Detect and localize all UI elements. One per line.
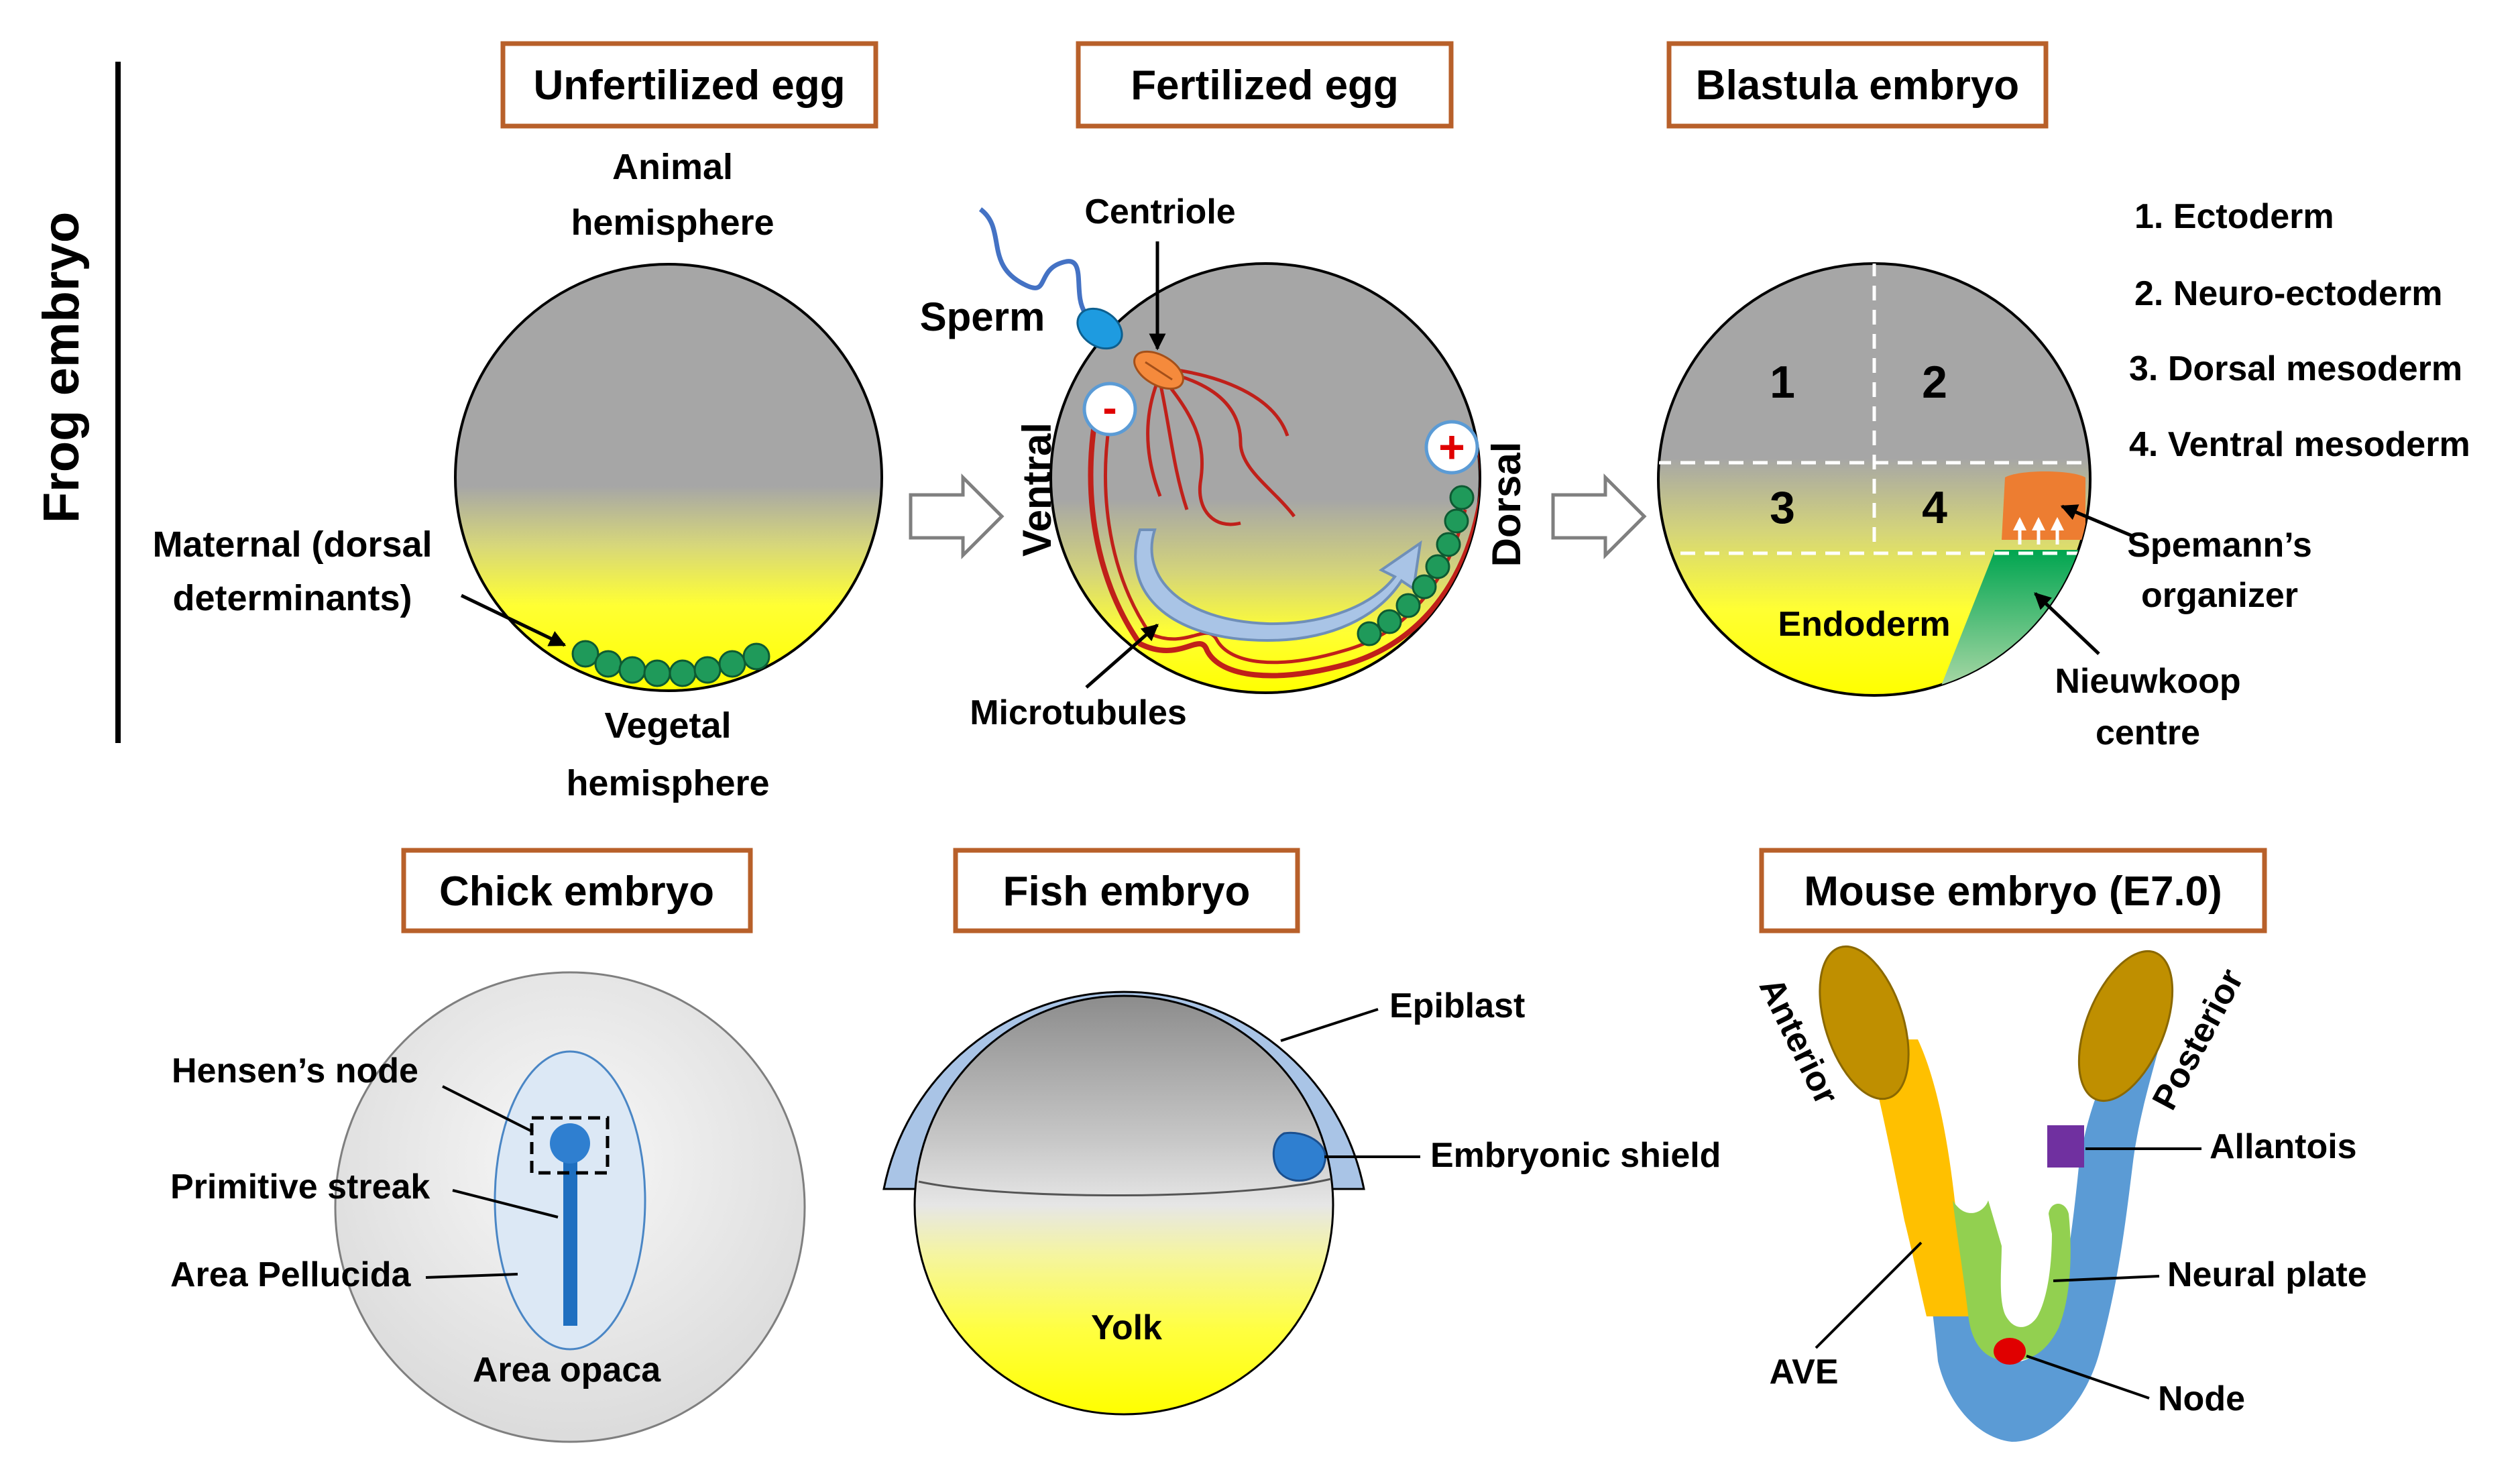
maternal-determinants: [571, 640, 770, 687]
minus-sign: -: [1102, 384, 1116, 432]
spemann-organizer: [2002, 471, 2085, 540]
unfertilized-title-box: [500, 41, 878, 129]
maternal-arrow: [460, 593, 567, 647]
mouse-neural-plate: [1953, 1200, 2071, 1361]
mouse-posterior-ectoplacental: [2077, 950, 2174, 1102]
mouse-ave: [1864, 1039, 1970, 1316]
fish-title: Fish embryo: [1003, 868, 1251, 915]
blastula-title: Blastula embryo: [1696, 62, 2019, 109]
ave-pointer: [1815, 1241, 1923, 1349]
sperm-label: Sperm: [920, 294, 1045, 339]
mouse-anterior-ectoplacental: [1819, 945, 1910, 1100]
area-opaca-label: Area opaca: [473, 1351, 661, 1389]
hensens-node-label: Hensen’s node: [172, 1051, 418, 1090]
region-2: 2: [1922, 357, 1947, 408]
unfertilized-egg: [454, 263, 883, 692]
neural-plate-pointer: [2053, 1275, 2160, 1282]
frog-section-label: Frog embryo: [33, 212, 90, 524]
neural-plate-label: Neural plate: [2167, 1255, 2367, 1294]
legend-item: 4. Ventral mesoderm: [2129, 425, 2470, 464]
animal-hemisphere-label-1: Animal: [612, 147, 733, 187]
sperm: [978, 207, 1123, 350]
node-label: Node: [2158, 1379, 2245, 1418]
embryonic-shield-label: Embryonic shield: [1430, 1136, 1721, 1175]
embryonic-shield: [1272, 1131, 1327, 1182]
minus-pole: [1082, 382, 1137, 437]
nieuwkoop-arrow: [2034, 592, 2100, 655]
fish-title-box: [953, 848, 1300, 933]
legend-item: 3. Dorsal mesoderm: [2129, 349, 2462, 388]
yolk-label: Yolk: [1091, 1308, 1162, 1347]
node-pointer: [2026, 1355, 2150, 1400]
centriole-microtubules: [1146, 367, 1296, 526]
spemann-label-1: Spemann’s: [2127, 526, 2312, 565]
chick-title: Chick embryo: [439, 868, 714, 915]
block-arrow-2: [1551, 473, 1647, 560]
mouse-allantois: [2047, 1125, 2084, 1168]
primitive-streak: [563, 1150, 577, 1326]
allantois-label: Allantois: [2210, 1127, 2357, 1166]
epiblast-label: Epiblast: [1389, 986, 1525, 1025]
endoderm-label: Endoderm: [1778, 605, 1950, 644]
unfertilized-title: Unfertilized egg: [533, 62, 845, 109]
legend-item: 2. Neuro-ectoderm: [2134, 274, 2442, 313]
organizer-arrows: [2013, 517, 2064, 545]
germ-layer-legend: 1. Ectoderm 2. Neuro-ectoderm 3. Dorsal …: [2129, 197, 2470, 464]
fertilized-title: Fertilized egg: [1131, 62, 1399, 109]
mouse-node: [1994, 1338, 2026, 1365]
animal-hemisphere-label-2: hemisphere: [571, 203, 774, 243]
region-4: 4: [1922, 482, 1947, 533]
area-pellucida-pointer: [425, 1273, 518, 1279]
legend-item: 1. Ectoderm: [2134, 197, 2334, 236]
vegetal-hemisphere-label-1: Vegetal: [604, 705, 731, 746]
epiblast-pointer: [1280, 1008, 1379, 1042]
region-1: 1: [1770, 357, 1795, 408]
ave-label: AVE: [1769, 1353, 1838, 1391]
mouse-title: Mouse embryo (E7.0): [1804, 868, 2222, 915]
plus-sign: +: [1438, 422, 1465, 473]
plus-pole: [1424, 420, 1479, 475]
nieuwkoop-label-1: Nieuwkoop: [2055, 662, 2240, 701]
dorsal-determinants: [1357, 485, 1475, 646]
block-arrow-1: [909, 473, 1005, 560]
maternal-label-1: Maternal (dorsal: [152, 524, 432, 565]
blastula-title-box: [1666, 41, 2049, 129]
blastula-panel: Blastula embryo 1 2 3 4 Endoderm Spemann…: [1657, 41, 2470, 752]
microtubules-label: Microtubules: [970, 693, 1187, 732]
spemann-label-2: organizer: [2141, 576, 2298, 615]
centriole: [1133, 350, 1184, 390]
cortical-microtubules-inner: [1104, 402, 1467, 665]
mouse-title-box: [1759, 848, 2267, 933]
microtubules-arrow: [1085, 624, 1159, 689]
primitive-streak-label: Primitive streak: [170, 1168, 430, 1206]
area-pellucida-label: Area Pellucida: [170, 1255, 411, 1294]
chick-embryo-panel: Chick embryo Hensen’s node Primitive str…: [170, 848, 806, 1443]
nieuwkoop-label-2: centre: [2096, 714, 2200, 752]
ventral-label: Ventral: [1015, 422, 1059, 557]
region-3: 3: [1770, 482, 1795, 533]
hensens-node-pointer: [442, 1085, 534, 1133]
spemann-arrow: [2060, 504, 2134, 538]
fish-embryo-panel: Fish embryo Epiblast Embryonic shield Yo…: [882, 848, 1721, 1416]
dorsal-label: Dorsal: [1484, 442, 1529, 567]
chick-title-box: [401, 848, 753, 933]
hensens-node-box: [530, 1116, 610, 1175]
maternal-label-2: determinants): [172, 578, 412, 618]
mouse-embryo-panel: Mouse embryo (E7.0) Anterior Posterior A…: [1752, 848, 2367, 1442]
yolk-cell: [913, 994, 1334, 1416]
primitive-streak-pointer: [452, 1189, 559, 1218]
fertilized-title-box: [1076, 41, 1454, 129]
hensens-node: [550, 1123, 590, 1163]
vegetal-hemisphere-label-2: hemisphere: [566, 763, 769, 803]
centriole-label: Centriole: [1084, 192, 1235, 231]
unfertilized-egg-panel: Unfertilized egg Animal hemisphere Mater…: [152, 41, 883, 803]
fertilized-egg-panel: Fertilized egg: [920, 41, 1529, 732]
margin-line: [918, 1178, 1332, 1197]
cortical-rotation-arrow: [1134, 528, 1422, 642]
